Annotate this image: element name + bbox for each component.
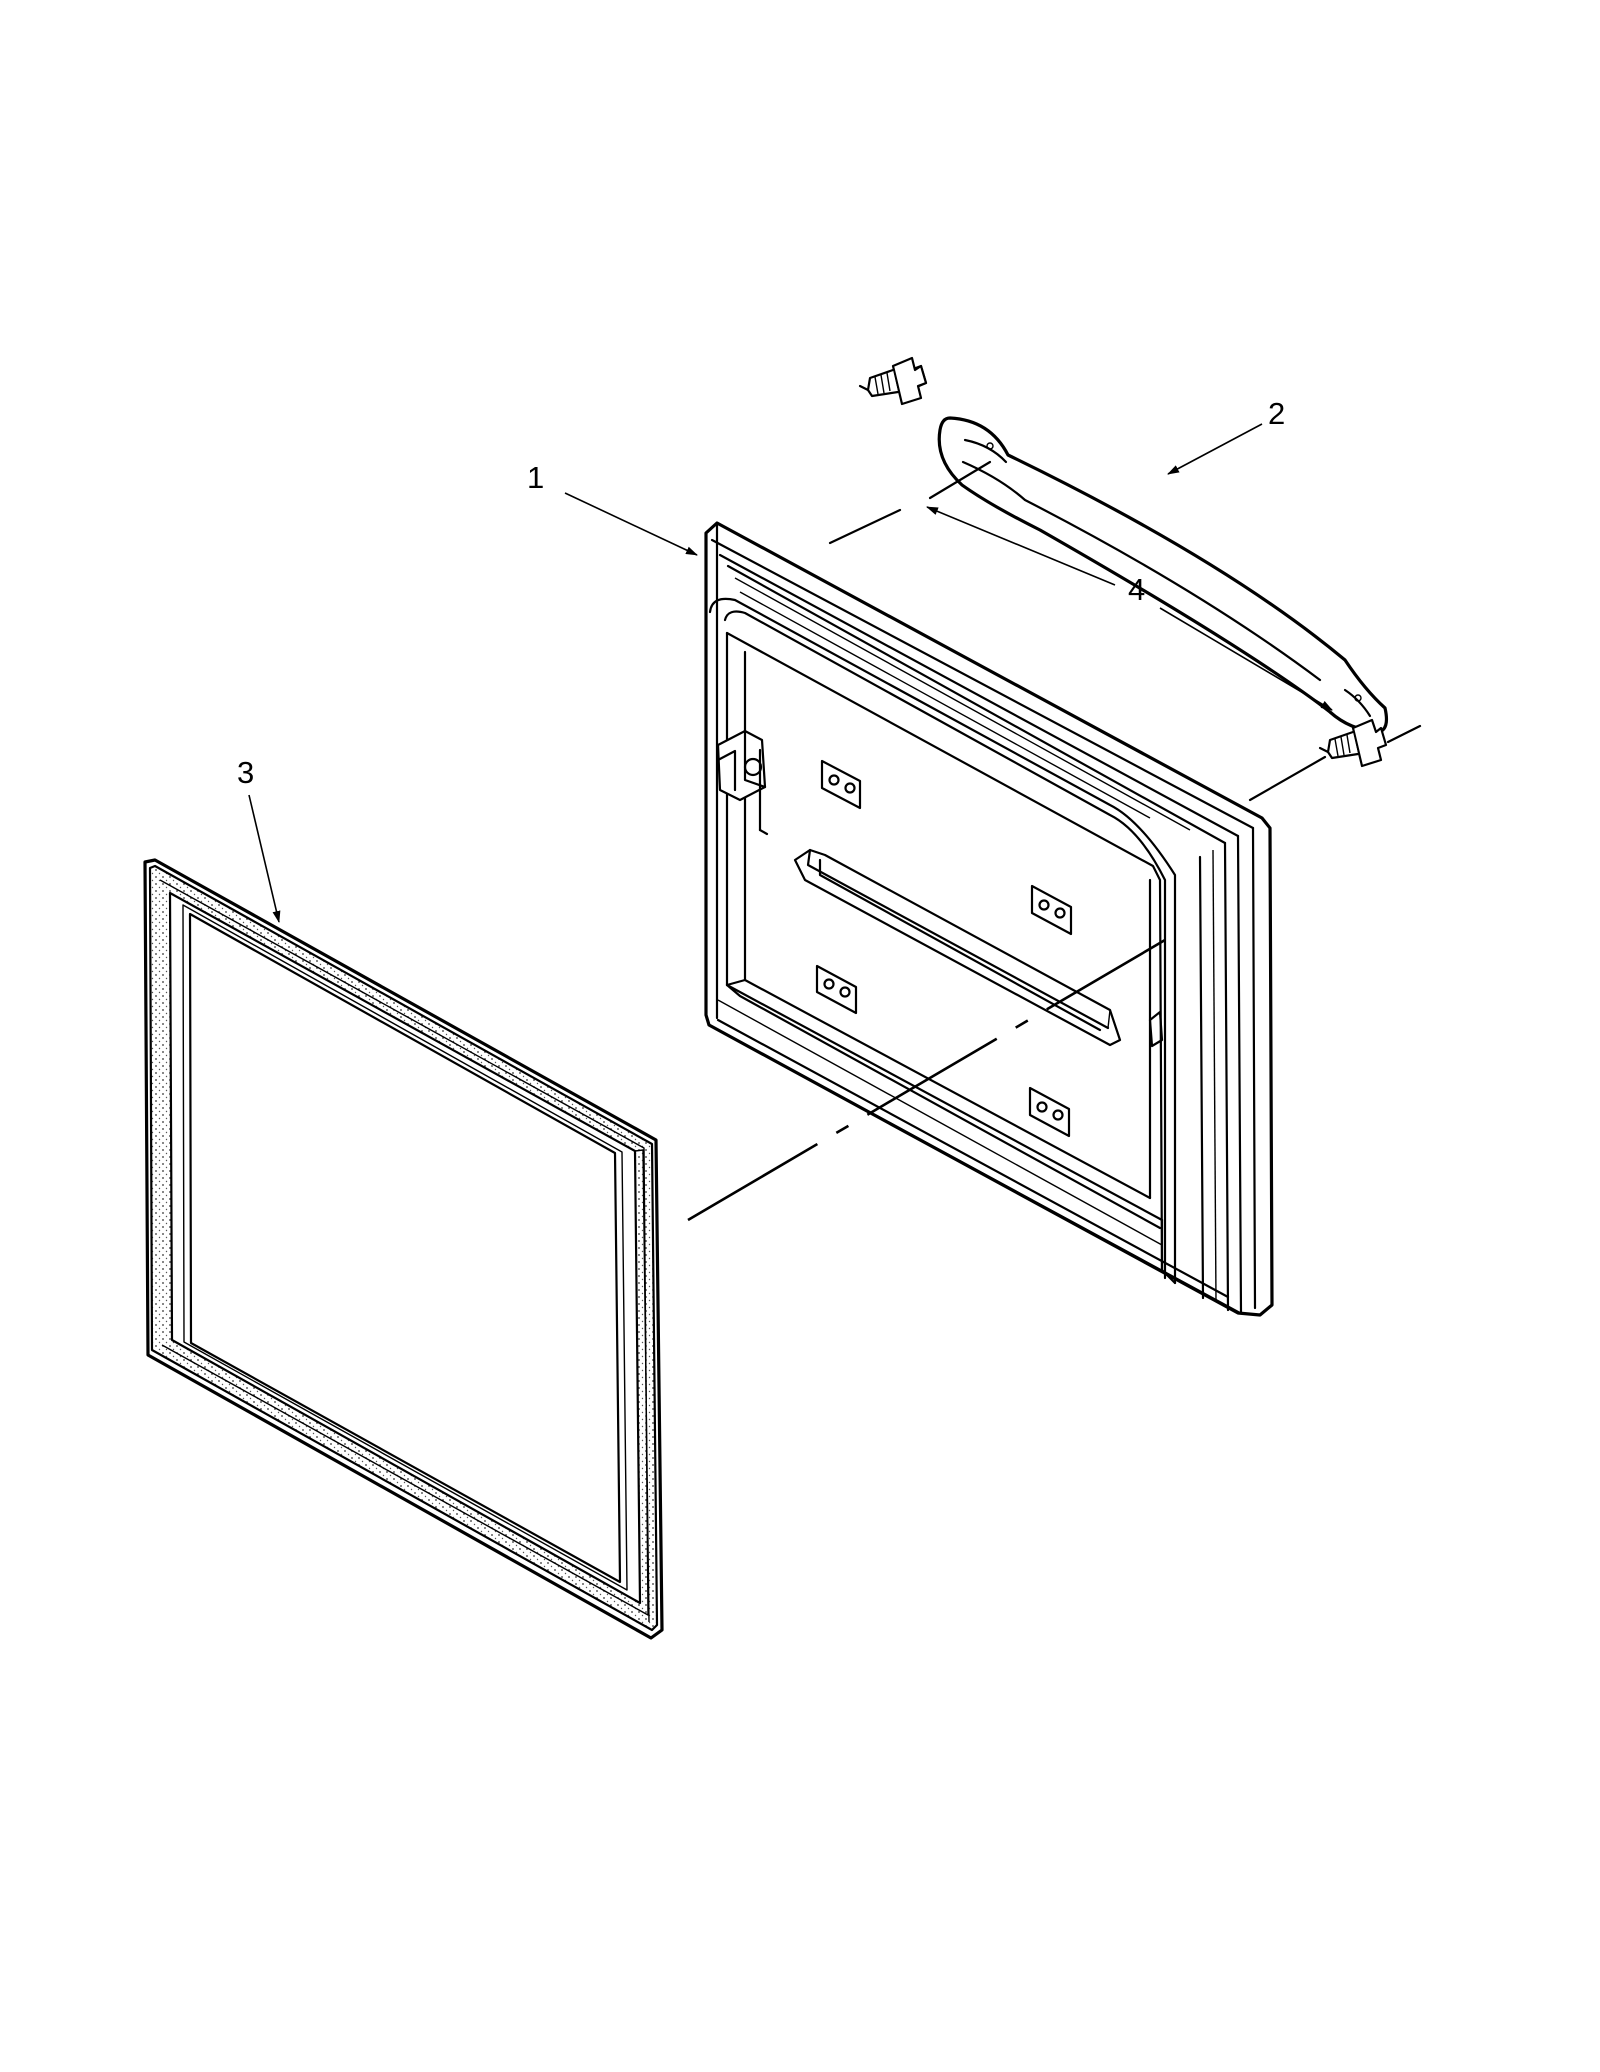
callout-4: 4 (926, 506, 1333, 711)
screw-part-upper (858, 356, 928, 406)
inner-rail (793, 848, 1122, 1047)
callout-1: 1 (527, 460, 698, 556)
hinge-bracket (716, 729, 769, 836)
callout-3: 3 (237, 755, 281, 923)
callout-label-1: 1 (527, 460, 544, 495)
callout-label-4: 4 (1128, 572, 1145, 607)
screw-part-lower (1318, 718, 1388, 768)
door-gasket-part (143, 858, 664, 1640)
callout-2: 2 (1167, 396, 1285, 475)
door-handle-part (937, 416, 1389, 734)
door-panel-part (704, 521, 1274, 1317)
mounting-pad (1028, 1086, 1071, 1138)
mounting-pad (820, 759, 862, 810)
mounting-pad (1030, 884, 1073, 936)
callout-label-3: 3 (237, 755, 254, 790)
assembly-lines (687, 460, 1422, 1222)
mounting-pad (815, 964, 858, 1015)
callout-label-2: 2 (1268, 396, 1285, 431)
